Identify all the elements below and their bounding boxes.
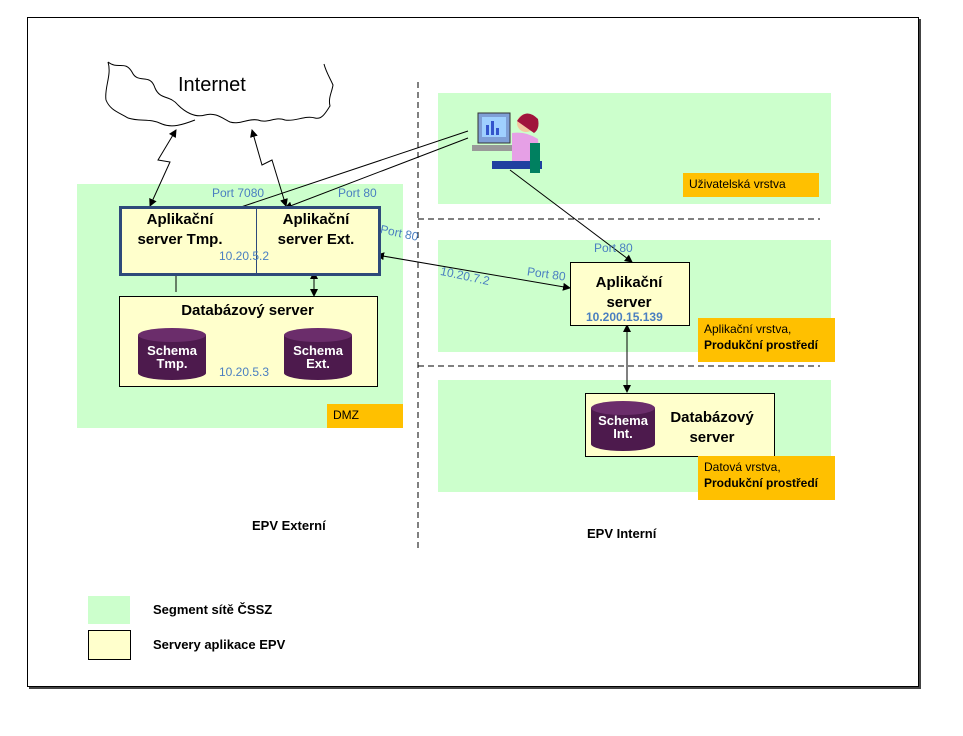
schema-ext-line1: Schema bbox=[293, 343, 343, 358]
schema-int-icon bbox=[591, 401, 655, 451]
data-layer-line2: Produkční prostředí bbox=[704, 476, 819, 490]
port-80-app-top-label: Port 80 bbox=[594, 241, 633, 255]
schema-ext-line2: Ext. bbox=[306, 356, 330, 371]
app-server-ip: 10.20.5.2 bbox=[219, 249, 270, 263]
app-server-ext: Aplikační server Ext. bbox=[277, 211, 355, 248]
app-layer-badge: Aplikační vrstva, Produkční prostředí bbox=[698, 318, 835, 362]
legend-servers-swatch bbox=[88, 630, 131, 660]
internal-app-title: Aplikační server bbox=[595, 274, 663, 311]
dmz-db-ip: 10.20.5.3 bbox=[219, 365, 270, 379]
internet-label: Internet bbox=[178, 74, 246, 96]
app-server-group bbox=[119, 206, 381, 276]
internet-cloud-icon bbox=[105, 61, 334, 127]
segment-external-label: EPV Externí bbox=[252, 518, 326, 533]
user-workstation-icon bbox=[472, 112, 542, 173]
port-7080-label: Port 7080 bbox=[212, 186, 265, 200]
internal-app-server bbox=[570, 262, 690, 326]
dmz-badge: DMZ bbox=[327, 404, 403, 428]
segment-internal-label: EPV Interní bbox=[587, 526, 657, 541]
schema-tmp-line2: Tmp. bbox=[156, 356, 188, 371]
dmz-db-title: Databázový server bbox=[181, 302, 314, 319]
schema-int-line1: Schema bbox=[598, 413, 648, 428]
user-to-ext-link bbox=[284, 137, 469, 210]
internet-link-ext bbox=[250, 129, 288, 207]
ext-to-app-link bbox=[376, 252, 571, 291]
user-to-tmp-link bbox=[237, 130, 469, 209]
schema-tmp-line1: Schema bbox=[147, 343, 197, 358]
user-layer-badge: Uživatelská vrstva bbox=[683, 173, 819, 197]
app-layer-line1: Aplikační vrstva, bbox=[704, 322, 792, 336]
data-layer-line1: Datová vrstva, bbox=[704, 460, 781, 474]
schema-tmp-icon bbox=[138, 328, 206, 380]
internal-db-title: Databázový server bbox=[670, 409, 754, 446]
data-layer-badge: Datová vrstva, Produkční prostředí bbox=[698, 456, 835, 500]
internet-link-tmp bbox=[149, 129, 177, 207]
schema-ext-icon bbox=[284, 328, 352, 380]
internal-app-ip: 10.200.15.139 bbox=[586, 310, 663, 324]
user-to-app-link bbox=[509, 169, 633, 263]
app-server-divider bbox=[256, 209, 257, 273]
legend-network-swatch bbox=[88, 596, 130, 624]
app-layer-line2: Produkční prostředí bbox=[704, 338, 819, 352]
legend-network-label: Segment sítě ČSSZ bbox=[153, 602, 273, 617]
app-server-tmp: Aplikační server Tmp. bbox=[137, 211, 223, 248]
schema-int-line2: Int. bbox=[613, 426, 633, 441]
legend-servers-label: Servery aplikace EPV bbox=[153, 637, 286, 652]
port-80-ext-label: Port 80 bbox=[338, 186, 377, 200]
